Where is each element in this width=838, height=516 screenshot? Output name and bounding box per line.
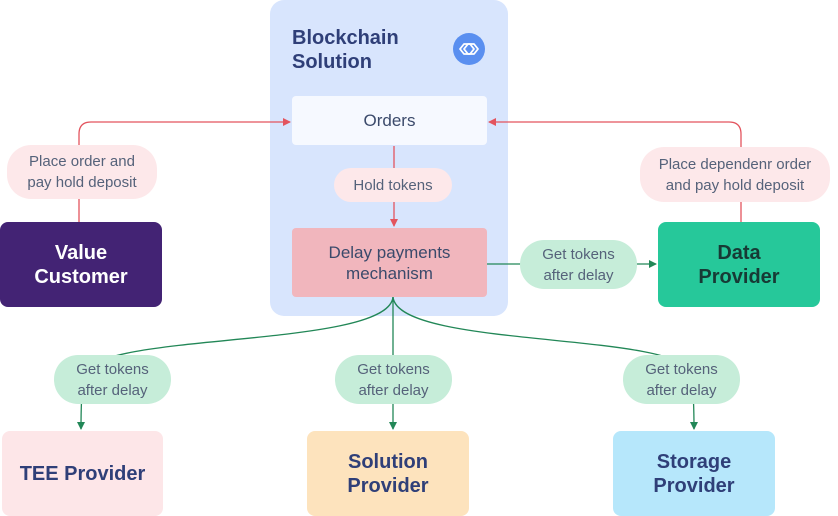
chain-link-glyph [459, 43, 479, 55]
get-tokens-right-line1: Get tokens [542, 245, 615, 263]
place-order-right-line1: Place dependenr order [658, 155, 812, 173]
solution-provider-line1: Solution [348, 450, 428, 473]
place-order-right-line2: and pay hold deposit [665, 176, 805, 194]
value-customer-line2: Customer [34, 265, 128, 288]
blockchain-title-line2: Solution [292, 51, 372, 73]
solution-provider-box: Solution Provider [307, 431, 469, 516]
arrow-customer-to-orders [78, 118, 291, 222]
get-tokens-tee-pill: Get tokens after delay [54, 355, 171, 404]
data-provider-line1: Data [717, 241, 761, 264]
solution-provider-line2: Provider [347, 474, 429, 497]
get-tokens-solution-line2: after delay [358, 381, 429, 399]
orders-box: Orders [292, 96, 487, 145]
get-tokens-storage-pill: Get tokens after delay [623, 355, 740, 404]
tee-provider-box: TEE Provider [2, 431, 163, 516]
place-order-right-pill: Place dependenr order and pay hold depos… [640, 147, 830, 202]
storage-provider-box: Storage Provider [613, 431, 775, 516]
tee-provider-label: TEE Provider [19, 462, 146, 485]
get-tokens-solution-line1: Get tokens [357, 360, 430, 378]
value-customer-line1: Value [54, 241, 108, 264]
value-customer-box: Value Customer [0, 222, 162, 307]
data-provider-line2: Provider [698, 265, 780, 288]
place-order-left-pill: Place order and pay hold deposit [7, 145, 157, 199]
data-provider-box: Data Provider [658, 222, 820, 307]
delay-line2: mechanism [346, 263, 433, 283]
orders-label: Orders [363, 110, 416, 130]
arrow-dataprovider-to-orders [488, 118, 742, 222]
hold-tokens-label: Hold tokens [353, 176, 433, 194]
delay-payments-box: Delay payments mechanism [292, 228, 487, 297]
get-tokens-right-pill: Get tokens after delay [520, 240, 637, 289]
storage-provider-line1: Storage [656, 450, 732, 473]
hold-tokens-pill: Hold tokens [334, 168, 452, 202]
get-tokens-storage-line2: after delay [646, 381, 717, 399]
get-tokens-right-line2: after delay [543, 266, 614, 284]
blockchain-title: Blockchain Solution [292, 26, 442, 74]
place-order-left-line1: Place order and [29, 153, 135, 170]
get-tokens-storage-line1: Get tokens [645, 360, 718, 378]
delay-line1: Delay payments [328, 242, 451, 262]
get-tokens-tee-line1: Get tokens [76, 360, 149, 378]
blockchain-title-line1: Blockchain [292, 27, 399, 49]
place-order-left-line2: pay hold deposit [27, 174, 137, 191]
storage-provider-line2: Provider [653, 474, 735, 497]
get-tokens-solution-pill: Get tokens after delay [335, 355, 452, 404]
chain-link-icon [453, 33, 485, 65]
get-tokens-tee-line2: after delay [77, 381, 148, 399]
